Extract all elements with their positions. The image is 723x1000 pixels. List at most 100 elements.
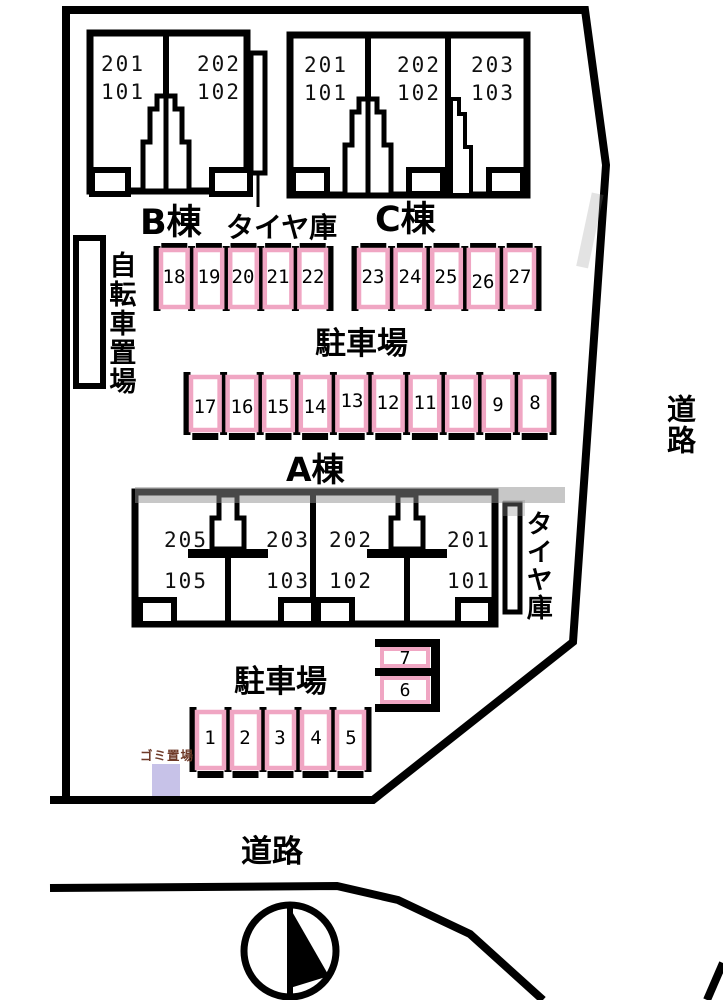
parking-number: 1 — [204, 727, 216, 749]
parking-row-18-22 — [153, 243, 334, 311]
unit-number: 105 — [164, 569, 208, 593]
parking-row-23-27 — [351, 243, 542, 311]
road-corner-line — [703, 961, 723, 1000]
parking-number: 15 — [266, 396, 290, 418]
parking-space-23 — [356, 247, 390, 310]
building-c-entrance — [290, 167, 330, 197]
building-a-entrance — [278, 597, 317, 627]
parking-number: 20 — [231, 266, 255, 288]
parking-number: 11 — [413, 392, 437, 414]
compass-north-icon — [240, 901, 340, 1000]
building-c-stairs-small — [449, 97, 473, 197]
unit-number: 201 — [447, 528, 491, 552]
road-right-label: 道路 — [662, 394, 697, 456]
parking-number: 27 — [508, 266, 532, 288]
unit-number: 202 — [197, 52, 241, 76]
tire-storage-top-label: タイヤ庫 — [226, 211, 338, 244]
parking-number: 19 — [197, 266, 221, 288]
bicycle-shed-box — [73, 235, 106, 389]
unit-number: 102 — [329, 569, 373, 593]
parking-row-17-8 — [183, 372, 557, 440]
building-a — [131, 488, 499, 628]
parking-number: 12 — [376, 392, 400, 414]
parking-space-22 — [297, 247, 329, 310]
building-c-entrance — [486, 167, 526, 197]
building-a-entrance — [315, 597, 355, 627]
parking-number: 8 — [529, 392, 541, 414]
unit-number: 202 — [397, 53, 441, 77]
parking-number: 2 — [239, 727, 251, 749]
unit-number: 102 — [397, 81, 441, 105]
building-b — [86, 29, 253, 197]
tire-storage-right-label: タイヤ庫 — [522, 510, 553, 622]
parking-space-14 — [298, 374, 332, 433]
unit-number: 203 — [471, 53, 515, 77]
building-c — [286, 31, 531, 199]
unit-number: 103 — [471, 81, 515, 105]
parking-number: 6 — [399, 680, 411, 701]
parking-space-3 — [264, 709, 297, 771]
parking-space-9 — [481, 374, 515, 433]
unit-number: 202 — [329, 528, 373, 552]
parking-space-18 — [158, 247, 190, 310]
watermark — [576, 192, 604, 269]
parking-space-4 — [299, 709, 332, 771]
parking-space-19 — [193, 247, 225, 310]
parking-space-12 — [371, 374, 405, 433]
building-a-label: A棟 — [286, 450, 345, 489]
parking-side-7-6 — [375, 639, 440, 712]
parking-space-6 — [380, 676, 430, 704]
garbage-area-label: ゴミ置場 — [140, 748, 195, 763]
building-c-label: C棟 — [375, 200, 436, 240]
unit-number: 203 — [266, 528, 310, 552]
parking-number: 22 — [301, 266, 325, 288]
parking-space-5 — [334, 709, 367, 771]
watermark — [503, 500, 525, 516]
road-bottom-line — [49, 881, 546, 1000]
parking-number: 26 — [471, 271, 495, 293]
unit-number: 101 — [304, 81, 348, 105]
parking-space-1 — [194, 709, 227, 771]
parking-number: 13 — [340, 390, 364, 412]
parking-number: 23 — [361, 266, 385, 288]
parking-number: 4 — [310, 727, 322, 749]
parking-number: 21 — [266, 266, 290, 288]
building-c-entrance — [406, 167, 446, 197]
parking-number: 17 — [193, 396, 217, 418]
parking-number: 14 — [303, 396, 327, 418]
unit-number: 201 — [101, 52, 145, 76]
parking-space-17 — [188, 374, 222, 433]
building-a-entrance — [137, 597, 177, 627]
parking-space-20 — [227, 247, 260, 310]
parking-space-16 — [225, 374, 259, 433]
parking-space-15 — [261, 374, 296, 433]
building-a-stairs — [388, 492, 426, 552]
tire-storage-right-box — [502, 501, 523, 615]
parking-lot-lower-label: 駐車場 — [234, 664, 327, 700]
parking-space-11 — [408, 374, 442, 433]
parking-number: 7 — [399, 648, 411, 669]
bicycle-shed-label: 自転車置場 — [104, 251, 136, 396]
unit-number: 201 — [304, 53, 348, 77]
unit-number: 205 — [164, 528, 208, 552]
unit-number: 103 — [266, 569, 310, 593]
parking-space-21 — [262, 247, 294, 310]
parking-space-10 — [444, 374, 479, 433]
parking-space-25 — [429, 247, 464, 310]
parking-number: 3 — [274, 727, 286, 749]
parking-number: 24 — [398, 266, 422, 288]
parking-space-26 — [466, 247, 500, 310]
parking-space-8 — [518, 374, 552, 433]
road-bottom-label: 道路 — [241, 834, 303, 870]
building-b-entrance — [209, 167, 253, 197]
parking-number: 16 — [230, 396, 254, 418]
parking-lot-upper-label: 駐車場 — [315, 326, 408, 362]
watermark — [135, 487, 565, 503]
parking-space-27 — [503, 247, 537, 310]
unit-number: 101 — [447, 569, 491, 593]
unit-number: 101 — [101, 80, 145, 104]
parking-number: 25 — [434, 266, 458, 288]
parking-number: 9 — [492, 394, 504, 416]
parking-space-13 — [335, 374, 369, 433]
